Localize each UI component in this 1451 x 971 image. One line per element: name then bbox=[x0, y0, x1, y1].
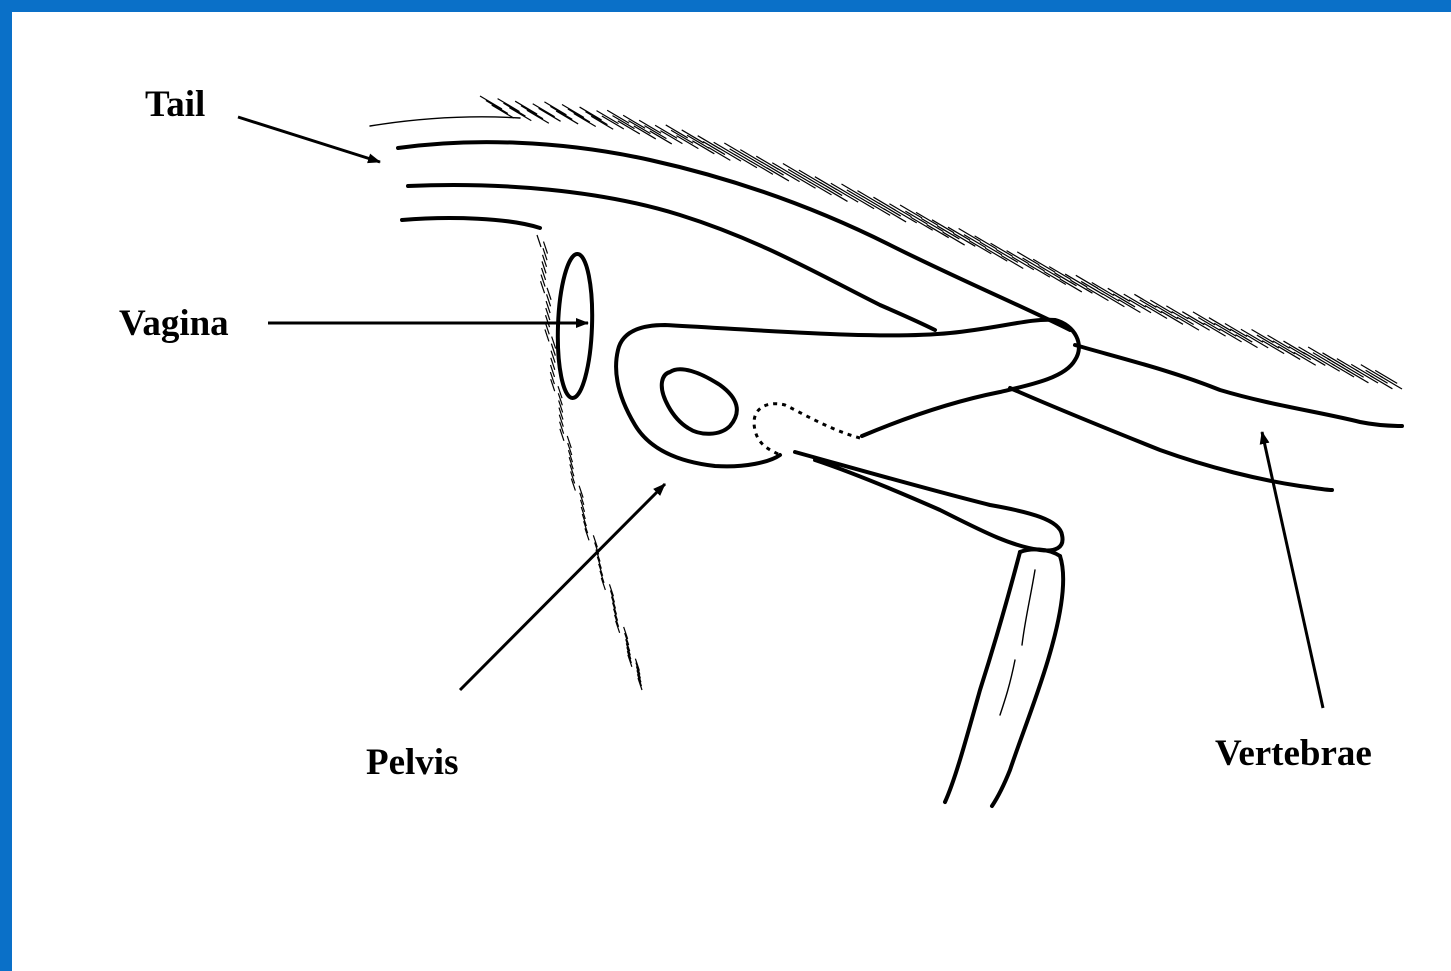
fur-stroke bbox=[831, 183, 853, 196]
pelvis-outline bbox=[616, 320, 1079, 467]
fur-stroke bbox=[778, 169, 800, 182]
fur-stroke bbox=[1375, 370, 1397, 383]
fur-stroke bbox=[772, 163, 794, 176]
fur-stroke bbox=[836, 189, 858, 202]
leg-fur-stroke bbox=[559, 408, 563, 420]
fur-stroke bbox=[1308, 347, 1330, 360]
fur-stroke bbox=[1370, 376, 1392, 389]
fur-stroke bbox=[730, 149, 752, 162]
fur-stroke bbox=[1318, 358, 1340, 371]
vertebrae-upper-line bbox=[1075, 345, 1402, 426]
fur-stroke bbox=[810, 182, 832, 195]
leg-fur-stroke bbox=[560, 422, 564, 434]
fur-stroke bbox=[1097, 288, 1119, 301]
fur-stroke bbox=[708, 147, 730, 160]
fur-stroke bbox=[1299, 347, 1321, 360]
fur-stroke bbox=[698, 136, 720, 149]
fur-stroke bbox=[1289, 347, 1311, 360]
perineum-outline bbox=[402, 218, 540, 228]
fur-stroke bbox=[884, 209, 906, 222]
fur-stroke bbox=[756, 156, 778, 169]
fur-stroke bbox=[1366, 370, 1388, 383]
leg-fur-stroke bbox=[559, 415, 563, 427]
fur-stroke bbox=[820, 183, 842, 196]
fur-stroke bbox=[1346, 370, 1368, 383]
fur-stroke bbox=[841, 184, 863, 197]
tail-arrow bbox=[238, 117, 380, 162]
fur-stroke bbox=[1273, 341, 1295, 354]
fur-stroke bbox=[751, 161, 773, 174]
label-tail: Tail bbox=[145, 86, 205, 123]
fur-stroke bbox=[852, 196, 874, 209]
label-vertebrae: Vertebrae bbox=[1215, 735, 1372, 772]
fur-stroke bbox=[1086, 288, 1108, 301]
fur-stroke bbox=[480, 96, 502, 109]
fur-stroke bbox=[815, 177, 837, 190]
fur-stroke bbox=[847, 190, 869, 203]
obturator-foramen bbox=[662, 369, 737, 434]
fur-stroke bbox=[719, 148, 741, 161]
fur-stroke bbox=[1140, 300, 1162, 313]
fur-stroke bbox=[1313, 353, 1335, 366]
fur-stroke bbox=[714, 142, 736, 155]
fur-stroke bbox=[804, 176, 826, 189]
fur-stroke bbox=[767, 168, 789, 181]
fur-stroke bbox=[1113, 294, 1135, 307]
fur-stroke bbox=[873, 197, 895, 210]
fur-stroke bbox=[1322, 353, 1344, 366]
fur-stroke bbox=[1303, 352, 1325, 365]
leg-fur-stroke bbox=[537, 235, 541, 247]
fur-stroke bbox=[724, 143, 746, 156]
fur-stroke bbox=[1356, 370, 1378, 383]
fur-stroke bbox=[762, 162, 784, 175]
fur-stroke bbox=[1172, 311, 1194, 324]
fur-stroke bbox=[1257, 335, 1279, 348]
fur-stroke bbox=[826, 188, 848, 201]
leg-fur-stroke bbox=[560, 429, 564, 441]
fur-stroke bbox=[799, 170, 821, 183]
fur-stroke bbox=[783, 164, 805, 177]
fur-stroke bbox=[868, 202, 890, 215]
fur-stroke bbox=[1351, 364, 1373, 377]
fur-stroke bbox=[735, 155, 757, 168]
fur-stroke bbox=[1380, 376, 1402, 389]
pelvis-ischium bbox=[795, 452, 1063, 550]
fur-stroke bbox=[1156, 306, 1178, 319]
leg-fur-stroke bbox=[558, 386, 562, 398]
femur-inner-line bbox=[1000, 570, 1035, 715]
femur-outline-right bbox=[992, 556, 1063, 806]
fur-stroke bbox=[1337, 359, 1359, 372]
pelvis-arrow bbox=[460, 484, 665, 690]
hind-leg-fur bbox=[537, 235, 642, 690]
fur-stroke bbox=[1332, 364, 1354, 377]
fur-stroke bbox=[788, 169, 810, 182]
fur-stroke bbox=[1230, 329, 1252, 342]
tail-sketch-line bbox=[370, 117, 520, 126]
fur-stroke bbox=[1342, 364, 1364, 377]
leg-fur-stroke bbox=[551, 379, 555, 391]
label-pelvis: Pelvis bbox=[366, 744, 458, 781]
vertebrae-lower-line bbox=[1010, 388, 1332, 490]
fur-stroke bbox=[1198, 317, 1220, 330]
pelvis-hidden-dotted bbox=[754, 404, 860, 455]
fur-stroke bbox=[1327, 358, 1349, 371]
fur-stroke bbox=[740, 150, 762, 163]
label-vagina: Vagina bbox=[119, 305, 229, 342]
fur-stroke bbox=[1214, 323, 1236, 336]
tail-lower-outline bbox=[408, 185, 935, 330]
fur-stroke bbox=[794, 175, 816, 188]
fur-stroke bbox=[746, 155, 768, 168]
fur-stroke bbox=[1361, 365, 1383, 378]
vagina-outline bbox=[555, 253, 594, 398]
vertebrae-arrow bbox=[1262, 432, 1323, 708]
femur-outline bbox=[945, 552, 1020, 802]
fur-stroke bbox=[863, 196, 885, 209]
fur-stroke bbox=[857, 191, 879, 204]
fur-stroke bbox=[879, 203, 901, 216]
leg-fur-stroke bbox=[559, 400, 563, 412]
leg-fur-stroke bbox=[558, 393, 562, 405]
fur-stroke bbox=[703, 142, 725, 155]
